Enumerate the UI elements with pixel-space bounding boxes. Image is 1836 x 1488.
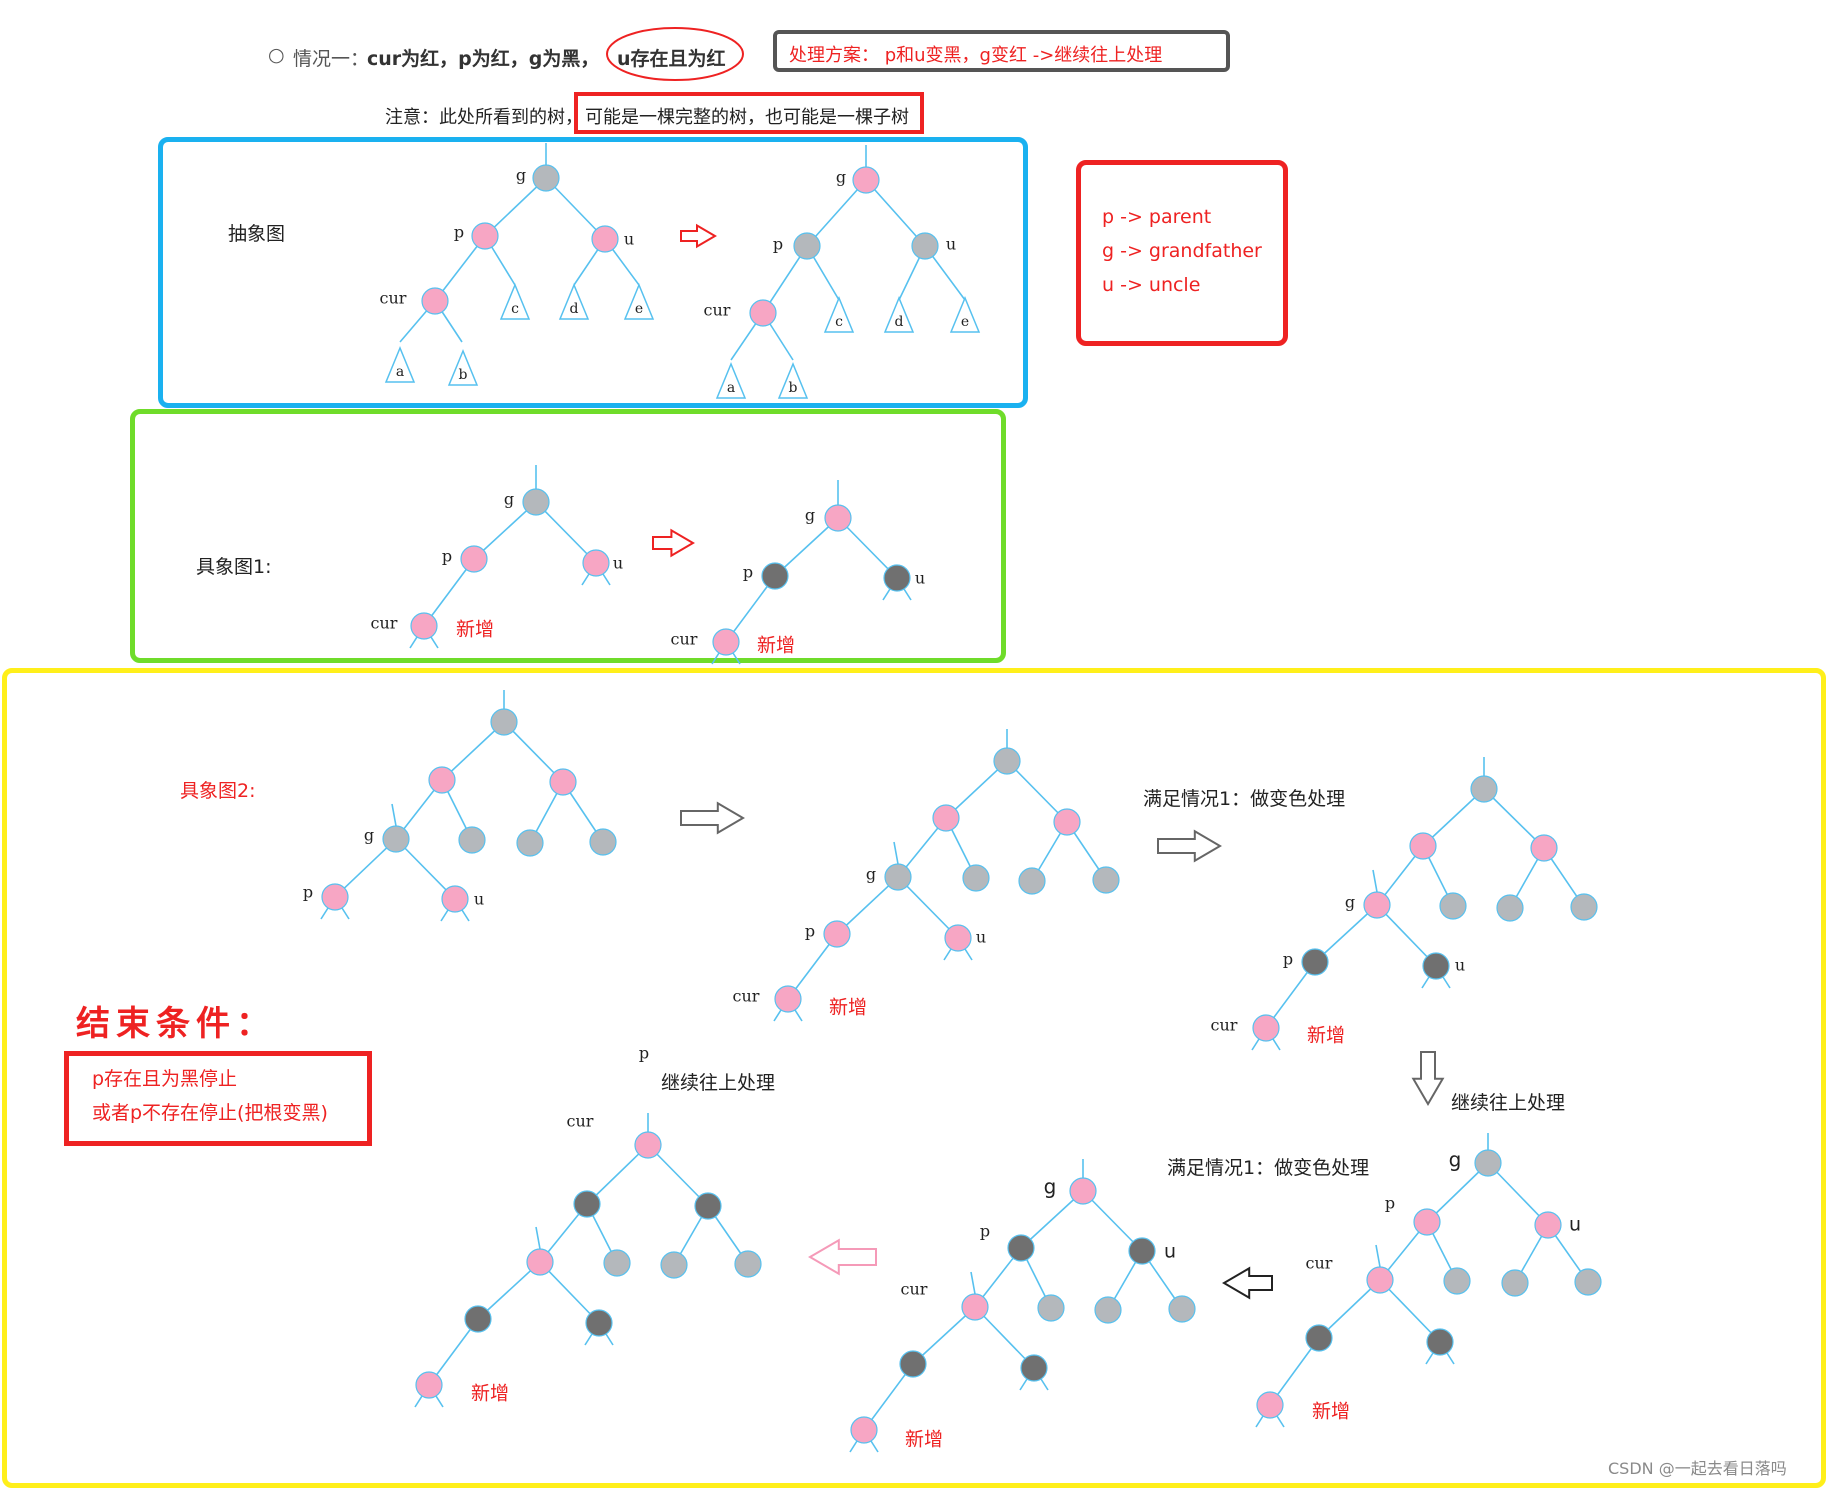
note-prefix: 注意：此处所看到的树，	[385, 107, 583, 128]
concrete2-label: 具象图2:	[180, 780, 256, 802]
continue-up-label: 继续往上处理	[1451, 1092, 1566, 1114]
abstract-label: 抽象图	[228, 223, 286, 245]
step-case1-label: 满足情况1：做变色处理	[1143, 788, 1346, 810]
solution-text: 处理方案： p和u变黑，g变红 ->继续往上处理	[789, 45, 1163, 66]
note-highlight-box	[574, 92, 924, 134]
concrete1-label: 具象图1:	[196, 556, 272, 578]
header-case-prefix: 情况一：	[293, 48, 370, 70]
end-condition-rules: p存在且为黑停止 或者p不存在停止(把根变黑)	[92, 1062, 328, 1130]
legend-frame	[1076, 160, 1288, 346]
header-case-highlight: u存在且为红	[617, 48, 726, 70]
solution-box	[773, 30, 1230, 72]
legend-item-parent: p -> parent	[1102, 206, 1212, 228]
concrete1-frame	[130, 409, 1006, 663]
abstract-frame	[158, 137, 1028, 408]
continue-up-label-2: 继续往上处理	[661, 1072, 776, 1094]
watermark: CSDN @一起去看日落吗	[1608, 1459, 1787, 1478]
step-case1-label-2: 满足情况1：做变色处理	[1167, 1157, 1370, 1179]
legend-item-grandfather: g -> grandfather	[1102, 240, 1262, 262]
note-highlight: 可能是一棵完整的树，也可能是一棵子树	[585, 107, 909, 128]
legend-item-uncle: u -> uncle	[1102, 274, 1201, 296]
end-rule-1: p存在且为黑停止	[92, 1068, 238, 1090]
end-rule-2: 或者p不存在停止(把根变黑)	[92, 1102, 328, 1124]
header-bullet: ○	[268, 44, 285, 66]
end-condition-title: 结束条件：	[76, 1004, 276, 1044]
header-case-text: cur为红，p为红，g为黑，	[367, 48, 600, 70]
end-condition-box	[64, 1051, 372, 1146]
legend-list: p -> parent g -> grandfather u -> uncle	[1102, 200, 1262, 302]
